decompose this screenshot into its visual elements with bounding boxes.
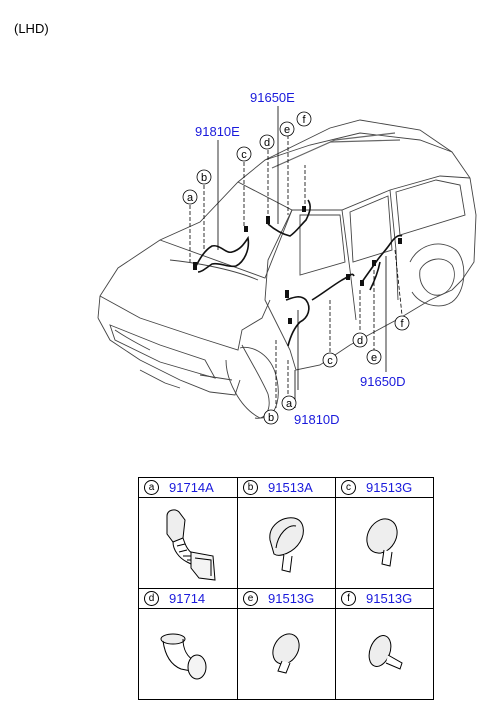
letter-e-top: e (284, 124, 290, 136)
callout-91810d-bottom: 91810D (294, 412, 340, 427)
letter-b-circle: b (243, 480, 258, 495)
part-c-image (336, 498, 433, 589)
letter-e-circle: e (243, 591, 258, 606)
part-e-image (238, 609, 336, 699)
letter-a-bottom: a (286, 398, 293, 410)
letter-b-bottom: b (268, 412, 274, 424)
part-a-header: a 91714A (139, 478, 238, 498)
grommet-d-icon (160, 633, 207, 680)
letter-c-bottom: c (327, 355, 333, 367)
letter-d-top: d (264, 137, 270, 149)
car-outline (97, 119, 477, 419)
grommet-f-icon (368, 635, 403, 670)
letter-b-top: b (201, 172, 207, 184)
letter-c-top: c (241, 149, 247, 161)
letter-a-top: a (187, 192, 194, 204)
wiring-harness (194, 199, 403, 347)
lhd-label: (LHD) (14, 21, 49, 36)
car-wiring-diagram: 91650E 91810E 91810D 91650D f e d c b a … (97, 90, 477, 427)
part-f-image (336, 609, 433, 699)
letter-c-circle: c (341, 480, 356, 495)
letter-f-circle: f (341, 591, 356, 606)
grommet-e-icon (272, 633, 300, 674)
callout-91810e-top: 91810E (195, 124, 240, 139)
part-b-code: 91513A (268, 480, 313, 495)
part-c-code: 91513G (366, 480, 413, 495)
letter-d-bottom: d (357, 335, 363, 347)
letter-e-bottom: e (371, 352, 377, 364)
part-a-image (139, 498, 238, 589)
part-a-code: 91714A (169, 480, 214, 495)
part-f-code: 91513G (366, 591, 413, 606)
part-f-header: f 91513G (336, 589, 433, 609)
letter-f-bottom: f (400, 318, 404, 330)
part-b-image (238, 498, 336, 589)
parts-table: a 91714A b 91513A c 91513G (138, 477, 434, 700)
grommet-b-icon (269, 517, 304, 573)
part-d-header: d 91714 (139, 589, 238, 609)
part-b-header: b 91513A (238, 478, 336, 498)
letter-d-circle: d (144, 591, 159, 606)
part-e-code: 91513G (268, 591, 315, 606)
letter-f-top: f (302, 114, 306, 126)
part-e-header: e 91513G (238, 589, 336, 609)
letter-a-circle: a (144, 480, 159, 495)
part-d-code: 91714 (169, 591, 206, 606)
part-d-image (139, 609, 238, 699)
callout-91650e-top: 91650E (250, 90, 295, 105)
grommet-a-icon (166, 509, 216, 581)
grommet-c-icon (366, 518, 398, 567)
callout-91650d-bottom: 91650D (360, 374, 406, 389)
part-c-header: c 91513G (336, 478, 433, 498)
